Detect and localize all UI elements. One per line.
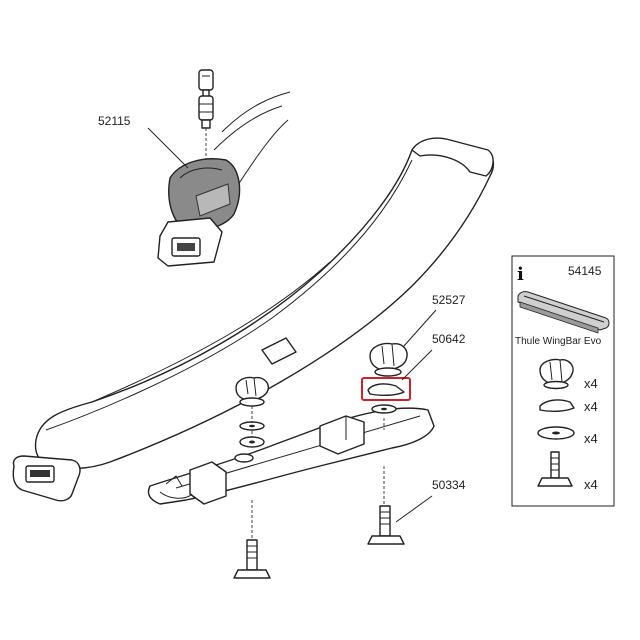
knob-part-number: 52527 [432,293,466,307]
kit-washer-icon [537,426,575,440]
kit-shim-icon [539,399,575,413]
mount-base [147,407,435,505]
key-icon [198,69,214,129]
bar-name: Thule WingBar Evo [515,336,602,347]
qty-knob: x4 [584,376,598,391]
qty-shim: x4 [584,399,598,414]
knob-leader [403,309,437,347]
kit-tbolt-icon [537,451,573,487]
right-knob-stack [367,342,408,506]
lock-assembly [157,69,291,267]
right-tbolt [367,505,405,545]
kit-number: 54145 [568,264,602,278]
wheel-tray [12,137,495,502]
left-knob-stack [235,376,269,540]
left-tbolt [233,539,271,579]
tbolt-part-number: 50334 [432,478,466,492]
kit-contents-box: i 54145 Thule WingBar Evo x4 x4 x4 [511,255,615,507]
qty-washer: x4 [584,431,598,446]
qty-tbolt: x4 [584,477,598,492]
tbolt-leader [395,495,433,523]
kit-knob-icon [539,358,574,390]
info-icon: i [517,264,524,285]
lock-part-number: 52115 [98,114,131,128]
lock-leader [147,127,189,169]
washer-part-number: 50642 [432,332,466,346]
washer-leader [401,349,433,381]
highlight-box [361,377,411,401]
wingbar-image [517,291,610,334]
